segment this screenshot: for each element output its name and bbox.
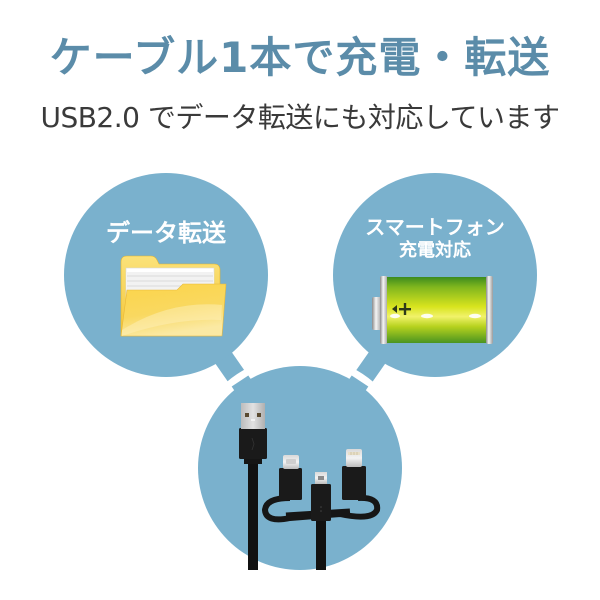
feature-label-smartphone-charge: スマートフォン 充電対応	[335, 216, 535, 262]
page-title: ケーブル1本で充電・転送	[49, 33, 551, 82]
usb-cable-3in1-icon	[239, 403, 381, 570]
battery-icon	[372, 276, 493, 344]
page-subtitle: USB2.0 でデータ転送にも対応しています	[40, 101, 560, 134]
folder-icon	[120, 255, 227, 337]
feature-circle-charge	[333, 173, 537, 377]
feature-label-data-transfer: データ転送	[106, 219, 226, 247]
feature-label-line1: スマートフォン	[365, 215, 505, 239]
feature-label-line2: 充電対応	[399, 240, 471, 261]
